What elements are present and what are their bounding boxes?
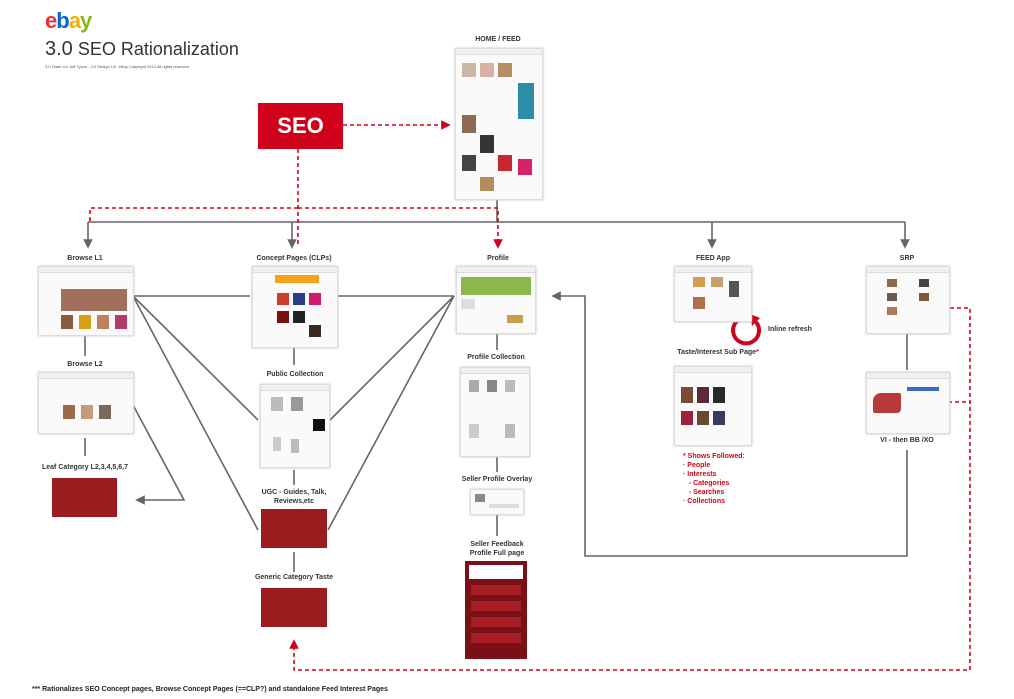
inline-refresh-label: Inline refresh	[768, 326, 812, 333]
generic-taste-block	[261, 588, 327, 627]
public-collection-thumbnail	[260, 384, 330, 468]
feed-app-label: FEED App	[696, 255, 730, 262]
title-text: SEO Rationalization	[77, 39, 239, 59]
srp-label: SRP	[899, 255, 915, 262]
seller-overlay-thumbnail	[470, 489, 524, 515]
public-collection-label: Public Collection	[266, 371, 324, 378]
logo-letter: y	[79, 8, 92, 33]
srp-thumbnail	[866, 266, 950, 334]
profile-collection-thumbnail	[460, 367, 530, 457]
feed-app-thumbnail	[674, 266, 752, 322]
profile-collection-label: Profile Collection	[467, 354, 525, 361]
home-feed-thumbnail	[455, 48, 543, 200]
seller-overlay-label: Seller Profile Overlay	[461, 476, 533, 483]
logo-letter: b	[56, 8, 69, 33]
profile-label: Profile	[487, 255, 509, 262]
footer-note: *** Rationalizes SEO Concept pages, Brow…	[32, 686, 388, 693]
vi-thumbnail	[866, 372, 950, 434]
version-number: 3.0	[45, 38, 73, 60]
seller-feedback-block	[465, 561, 527, 659]
browse-l1-thumbnail	[38, 266, 134, 336]
taste-interest-label: Taste/Interest Sub Page*	[670, 349, 766, 356]
logo-letter: e	[45, 8, 57, 33]
taste-interest-text: Taste/Interest Sub Page	[677, 349, 757, 356]
shows-followed-notes: * Shows Followed: · People · Interests -…	[683, 453, 745, 505]
browse-l1-label: Browse L1	[67, 255, 103, 262]
ugc-block	[261, 509, 327, 548]
seller-feedback-label: Seller Feedback Profile Full page	[469, 541, 525, 557]
logo-letter: a	[68, 8, 81, 33]
home-feed-label: HOME / FEED	[475, 36, 521, 43]
concept-pages-thumbnail	[252, 266, 338, 348]
taste-interest-thumbnail	[674, 366, 752, 446]
credit-line: 3.0 Team c/o Jeff Tyson - 3.0 Design UX.…	[45, 64, 190, 69]
refresh-icon	[731, 314, 762, 346]
leaf-category-block	[52, 478, 117, 517]
browse-l2-thumbnail	[38, 372, 134, 434]
profile-thumbnail	[456, 266, 536, 334]
taste-asterisk: *	[756, 349, 759, 356]
concept-pages-label: Concept Pages (CLPs)	[256, 255, 332, 262]
vi-label: VI - then BB /XO	[880, 437, 934, 444]
ebay-logo: ebay	[45, 8, 92, 34]
seo-box: SEO	[258, 103, 343, 149]
page-title: 3.0 SEO Rationalization	[45, 38, 239, 61]
leaf-category-label: Leaf Category L2,3,4,5,6,7	[42, 464, 128, 471]
browse-l2-label: Browse L2	[67, 361, 103, 368]
ugc-label: UGC - Guides, Talk, Reviews,etc	[261, 489, 327, 505]
generic-taste-label: Generic Category Taste	[254, 574, 334, 581]
